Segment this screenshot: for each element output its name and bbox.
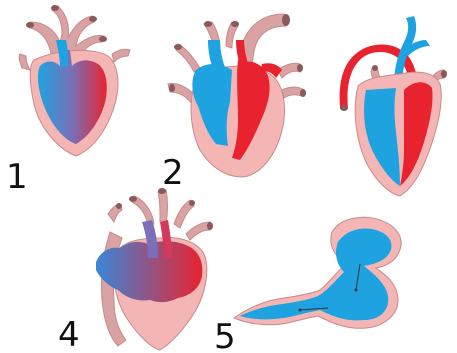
heart-2-diagram	[168, 14, 306, 177]
label-1: 1	[6, 157, 28, 197]
label-2: 2	[162, 153, 184, 193]
heart-5-diagram	[234, 217, 401, 328]
heart-1-diagram	[19, 5, 130, 156]
label-5: 5	[214, 317, 236, 353]
heart-4-diagram	[96, 188, 213, 350]
heart-3-diagram	[340, 16, 447, 196]
label-4: 4	[58, 315, 80, 353]
